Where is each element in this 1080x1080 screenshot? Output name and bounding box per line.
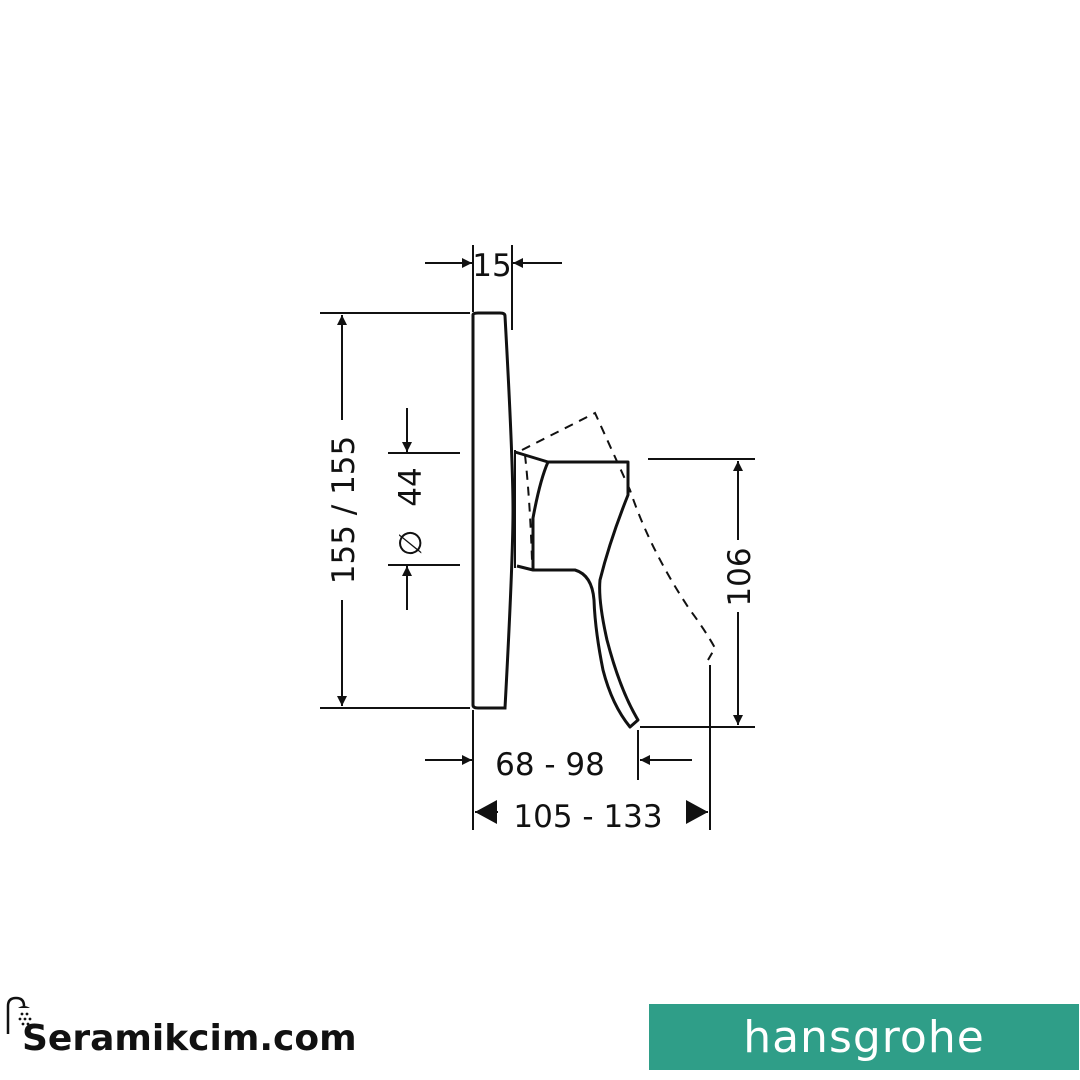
- manufacturer-logo: hansgrohe: [649, 1004, 1079, 1070]
- arrow-right-fill: [686, 800, 708, 824]
- dim-diameter-symbol: ∅: [393, 529, 429, 556]
- mixer-handle: [514, 450, 640, 729]
- handle-alt-position: [521, 411, 717, 661]
- extension-lines: [320, 245, 755, 830]
- shower-icon: [6, 996, 32, 1034]
- dim-diameter-value: 44: [393, 467, 429, 506]
- manufacturer-logo-text: hansgrohe: [743, 1011, 985, 1063]
- dim-plate-height-label: 155 / 155: [326, 436, 362, 585]
- dim-handle-projection-label: 68 - 98: [495, 747, 605, 783]
- retailer-logo-text: Seramikcim.com: [22, 1018, 357, 1059]
- dim-plate-depth-label: 15: [472, 248, 511, 284]
- dim-handle-height-label: 106: [722, 547, 758, 606]
- dim-total-projection-label: 105 - 133: [513, 799, 662, 835]
- wall-plate: [471, 311, 515, 710]
- arrow-left-fill: [475, 800, 497, 824]
